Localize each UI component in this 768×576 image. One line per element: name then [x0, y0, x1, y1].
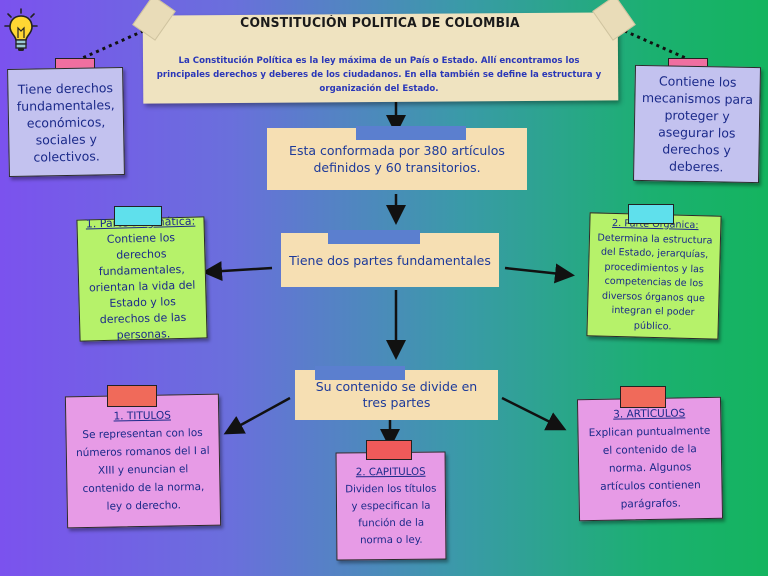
organic-body: Determina la estructura del Estado, jera… — [597, 232, 713, 332]
tape-titles — [107, 385, 157, 407]
tape-organic — [628, 204, 674, 224]
arrow-to-titles — [223, 396, 291, 435]
box-two-parts-text: Tiene dos partes fundamentales — [289, 252, 491, 268]
note-mechanisms: Contiene los mecanismos para proteger y … — [632, 64, 762, 184]
tape-two-parts — [328, 230, 420, 244]
note-articles: 3. ARTÍCULOS Explican puntualmente el co… — [576, 396, 724, 522]
dogmatic-body: Contiene los derechos fundamentales, ori… — [88, 231, 196, 342]
tape-three-parts — [315, 366, 405, 380]
note-organic-part: 2. Parte Orgánica: Determina la estructu… — [586, 212, 722, 340]
note-dogmatic-part: 1. Parte Dogmática: Contiene los derecho… — [76, 215, 208, 342]
titles-heading: 1. TITULOS — [113, 409, 172, 423]
tape-articles — [620, 386, 666, 408]
tape-article-count — [356, 126, 466, 140]
dotted-link-left — [77, 26, 151, 62]
arrow-to-dogmatic — [202, 261, 273, 282]
articles-body: Explican puntualmente el contenido de la… — [588, 424, 711, 511]
chapters-body: Dividen los títulos y especifican la fun… — [345, 483, 437, 546]
titles-body: Se representan con los números romanos d… — [75, 426, 210, 513]
page-title: CONSTITUCIÓN POLITICA DE COLOMBIA — [240, 16, 520, 31]
chapters-heading: 2. CAPITULOS — [355, 466, 426, 478]
lightbulb-icon — [4, 8, 38, 54]
tape-dogmatic — [114, 206, 162, 226]
intro-text: La Constitución Política es la ley máxim… — [156, 56, 602, 94]
dotted-link-right — [617, 26, 691, 62]
tape-chapters — [366, 440, 412, 460]
note-rights-types-text: Tiene derechos fundamentales, económicos… — [16, 79, 115, 165]
box-article-count-text: Esta conformada por 380 artículos defini… — [289, 143, 505, 175]
note-rights-types: Tiene derechos fundamentales, económicos… — [7, 66, 125, 178]
arrow-to-articles — [501, 396, 567, 431]
note-titles: 1. TITULOS Se representan con los número… — [64, 393, 222, 529]
note-chapters: 2. CAPITULOS Dividen los títulos y espec… — [335, 451, 447, 561]
box-three-parts-text: Su contenido se divide en tres partes — [315, 379, 478, 410]
note-mechanisms-text: Contiene los mecanismos para proteger y … — [641, 73, 754, 175]
arrow-to-organic — [504, 263, 575, 284]
